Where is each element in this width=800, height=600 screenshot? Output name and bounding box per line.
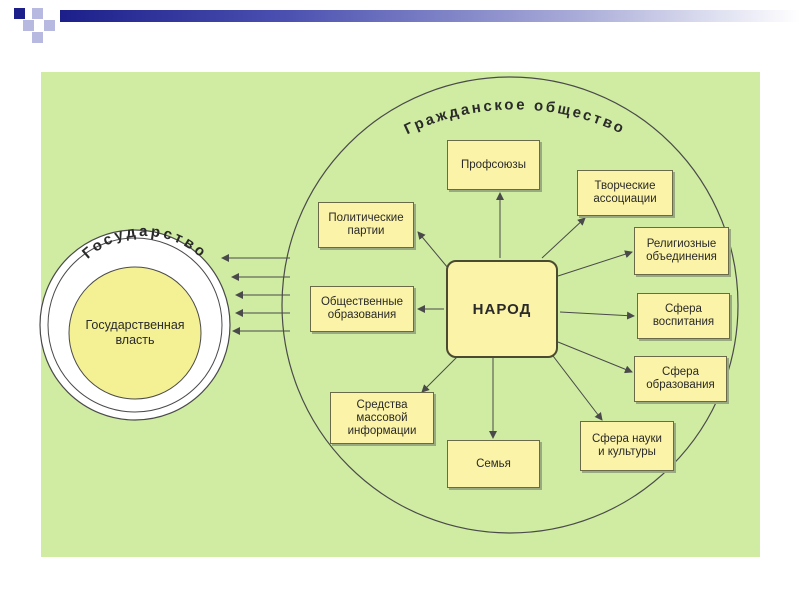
- header-gradient-bar: [60, 10, 800, 22]
- corner-square-light: [23, 20, 34, 31]
- node-tvorcheskie: Творческие ассоциации: [577, 170, 673, 216]
- corner-square-light: [32, 8, 43, 19]
- corner-square-navy: [14, 8, 25, 19]
- arrow-to-religioznye: [557, 250, 633, 277]
- arrow-to-sfera-nauki: [549, 351, 603, 421]
- node-smi: Средства массовой информации: [330, 392, 434, 444]
- state-power-circle: [68, 266, 202, 400]
- node-religioznye: Религиозные объединения: [634, 227, 729, 275]
- node-obshchestvennye: Общественные образования: [310, 286, 414, 332]
- node-politicheskie: Политические партии: [318, 202, 414, 248]
- corner-square-light: [44, 20, 55, 31]
- node-sfera-obrazovaniya: Сфера образования: [634, 356, 727, 402]
- corner-square-light: [32, 32, 43, 43]
- state-middle-circle: [47, 237, 223, 413]
- node-profsoyuzy: Профсоюзы: [447, 140, 540, 190]
- arrow-to-sfera-vospitaniya: [559, 311, 635, 320]
- civil-society-circle: [281, 76, 739, 534]
- state-power-label: Государственная власть: [85, 318, 185, 347]
- node-semya: Семья: [447, 440, 540, 488]
- center-label: НАРОД: [472, 300, 532, 318]
- arrow-to-tvorcheskie: [541, 217, 586, 259]
- arrow-to-politicheskie: [417, 231, 449, 269]
- arrow-to-smi: [421, 355, 459, 393]
- center-node-narod: НАРОД: [446, 260, 558, 358]
- node-sfera-nauki: Сфера науки и культуры: [580, 421, 674, 471]
- node-sfera-vospitaniya: Сфера воспитания: [637, 293, 730, 339]
- civil-society-label: Гражданское общество: [402, 96, 629, 138]
- arrow-to-sfera-obrazovaniya: [557, 341, 633, 374]
